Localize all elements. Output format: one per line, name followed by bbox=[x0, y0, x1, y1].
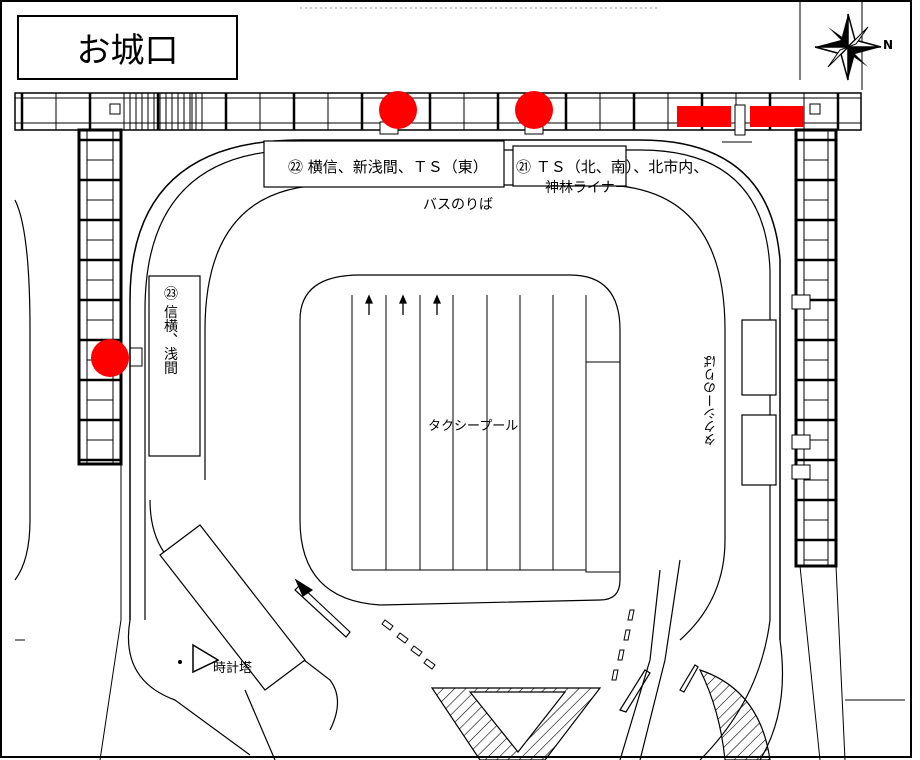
direction-arrows bbox=[294, 559, 699, 760]
stop-23-label: ㉓ 信横、浅間 bbox=[160, 286, 180, 374]
marker-rect-1 bbox=[677, 106, 731, 127]
marker-stop-22 bbox=[379, 91, 417, 129]
taxi-pool-lanes bbox=[351, 295, 621, 573]
marker-stop-23 bbox=[91, 339, 129, 377]
station-exit-title: お城口 bbox=[17, 15, 238, 80]
compass-icon bbox=[814, 13, 882, 81]
red-markers bbox=[91, 91, 804, 377]
compass-north-letter: N bbox=[883, 38, 894, 52]
right-canopy bbox=[794, 128, 838, 568]
bus-area-label: バスのりば bbox=[423, 197, 493, 213]
roundabout-roads bbox=[14, 139, 905, 760]
stop-21-destinations-line2: 神林ライナー bbox=[545, 180, 629, 196]
stop-23-destinations: 信横、浅間 bbox=[162, 304, 178, 375]
clock-tower-icon bbox=[178, 643, 220, 674]
marker-stop-21 bbox=[515, 91, 553, 129]
taxi-stand-label: タクシーのりば bbox=[704, 355, 719, 446]
stop-22-number: ㉒ bbox=[288, 158, 304, 176]
left-canopy bbox=[77, 128, 123, 466]
stop-21-destinations: ＴＳ（北、南）、北市内、 bbox=[535, 158, 709, 176]
bus-platforms bbox=[148, 140, 777, 691]
top-canopy bbox=[14, 92, 862, 131]
marker-rect-2 bbox=[750, 106, 804, 127]
guide-marks bbox=[381, 609, 635, 681]
stop-22-label: ㉒ 横信、新浅間、ＴＳ（東） bbox=[288, 156, 488, 177]
taxi-pool-label: タクシープール bbox=[428, 419, 519, 434]
stop-21-number: ㉑ bbox=[516, 158, 532, 176]
lane-arrows bbox=[365, 294, 441, 315]
stop-22-destinations: 横信、新浅間、ＴＳ（東） bbox=[307, 158, 488, 176]
clock-tower-label: 時計塔 bbox=[213, 661, 253, 676]
stop-21-label: ㉑ ＴＳ（北、南）、北市内、 bbox=[516, 156, 708, 177]
stop-23-number: ㉓ bbox=[162, 286, 178, 300]
hatched-zones bbox=[430, 668, 771, 760]
